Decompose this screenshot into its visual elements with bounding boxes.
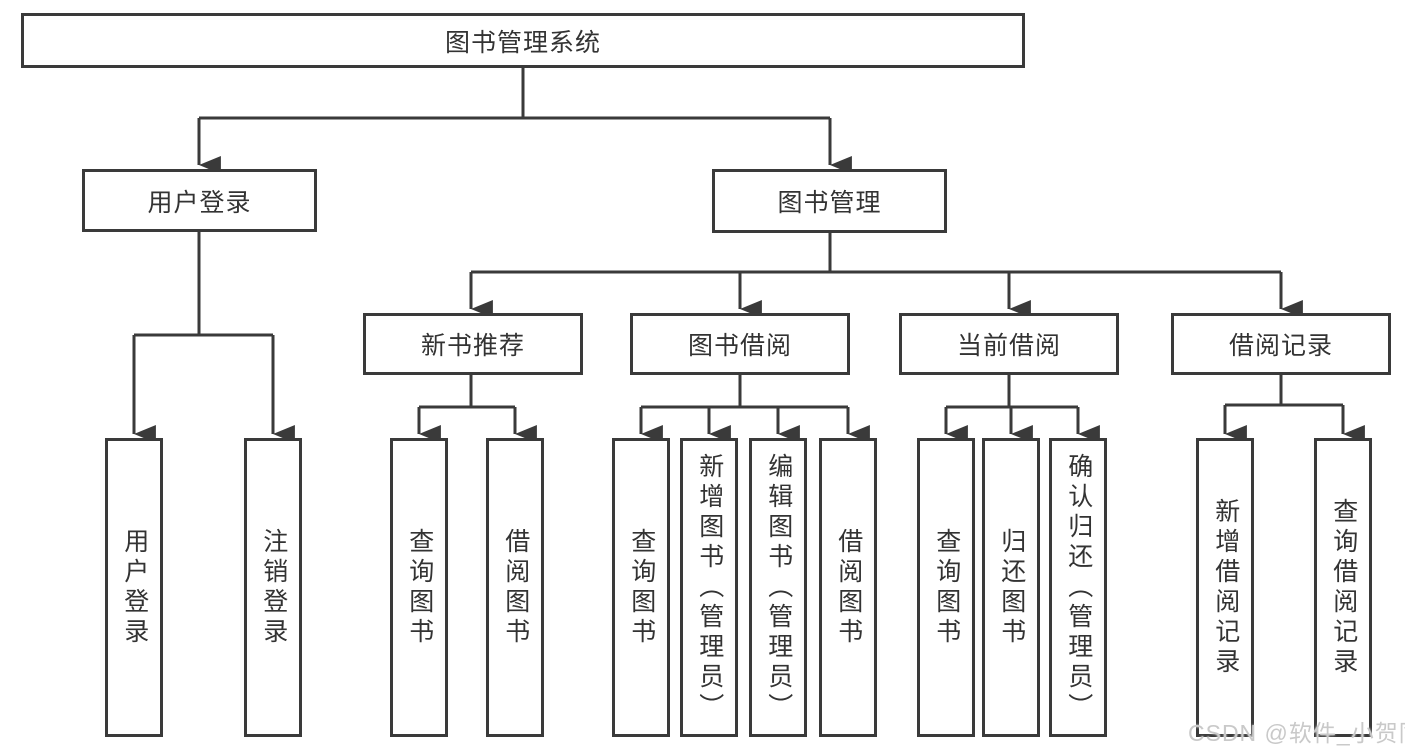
leaf-recommend-query-books: 查询图书 — [390, 438, 448, 737]
leaf-borrow-add-books: 新增图书（管理员） — [680, 438, 738, 737]
trunk-book-management — [471, 233, 1281, 274]
node-borrow-records: 借阅记录 — [1171, 313, 1391, 375]
trunk-book-borrow — [641, 375, 848, 409]
leaf-borrow-borrow-books: 借阅图书 — [819, 438, 877, 737]
node-book-borrow: 图书借阅 — [630, 313, 850, 375]
node-current-borrow: 当前借阅 — [899, 313, 1119, 375]
leaf-records-query-record: 查询借阅记录 — [1314, 438, 1372, 737]
trunk-new-book-recommend — [419, 375, 515, 409]
leaf-current-return-books: 归还图书 — [982, 438, 1040, 737]
csdn-watermark: CSDN @软件_小贺同学 — [1188, 720, 1405, 746]
trunk-borrow-records — [1225, 375, 1343, 407]
leaf-current-query-books: 查询图书 — [917, 438, 975, 737]
node-new-book-recommend: 新书推荐 — [363, 313, 583, 375]
leaf-logout: 注销登录 — [244, 438, 302, 737]
leaf-borrow-edit-books: 编辑图书（管理员） — [749, 438, 807, 737]
node-book-management: 图书管理 — [712, 169, 947, 233]
node-root: 图书管理系统 — [21, 13, 1025, 68]
node-user-login: 用户登录 — [82, 169, 317, 232]
leaf-recommend-borrow-books: 借阅图书 — [486, 438, 544, 737]
trunk-root — [199, 68, 830, 120]
leaf-borrow-query-books: 查询图书 — [612, 438, 670, 737]
leaf-records-add-record: 新增借阅记录 — [1196, 438, 1254, 737]
trunk-current-borrow — [946, 375, 1078, 409]
leaf-current-confirm-return: 确认归还（管理员） — [1049, 438, 1107, 737]
trunk-user-login — [134, 232, 273, 337]
leaf-user-login: 用户登录 — [105, 438, 163, 737]
